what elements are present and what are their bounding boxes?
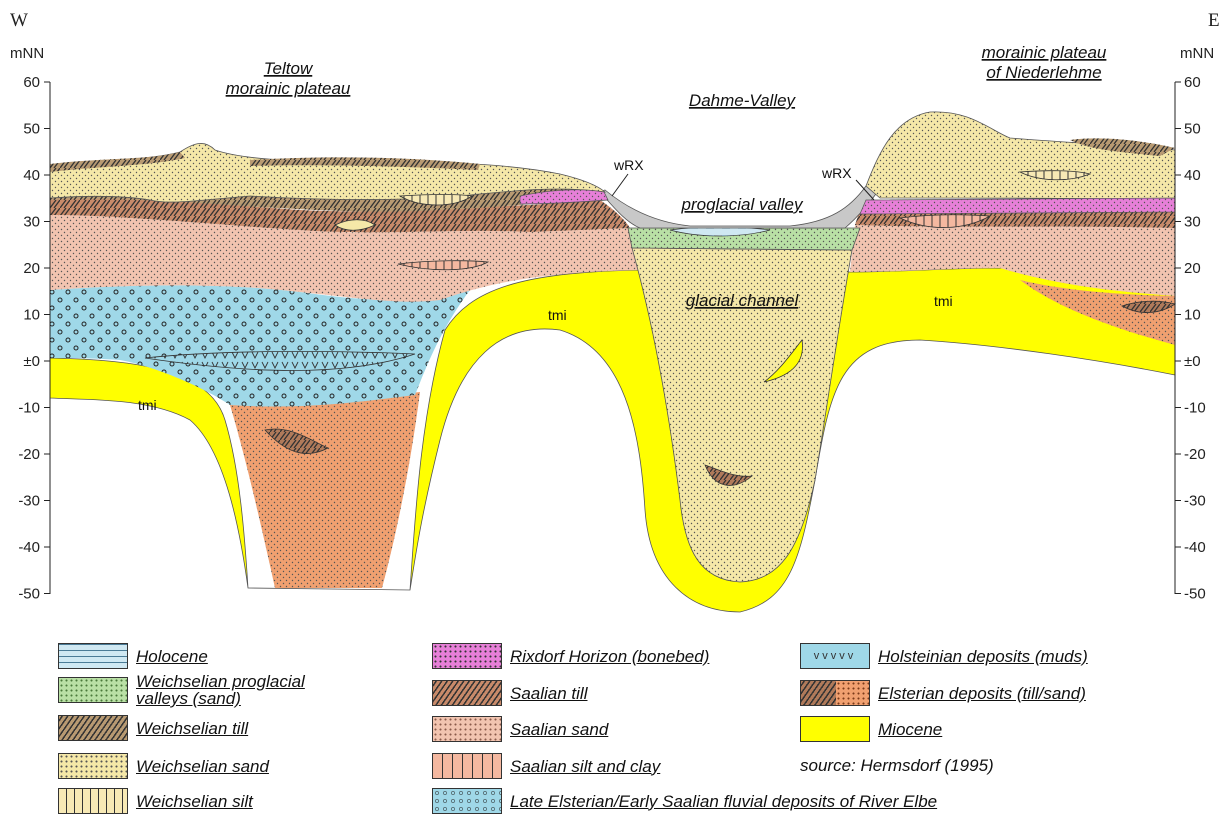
legend-label-line2: valleys (sand) [136,690,305,707]
legend-item-weichselian-sand: Weichselian sand [58,753,269,779]
legend-label: Weichselian till [136,720,248,737]
legend-item-saalian-till: Saalian till [432,680,588,706]
legend-label: Saalian silt and clay [510,758,660,775]
legend-item-elsterian: Elsterian deposits (till/sand) [800,680,1086,706]
legend-item-miocene: Miocene [800,716,942,742]
axis-tick-label: 40 [23,167,40,184]
niederlehme-title-line1: morainic plateau [982,43,1107,62]
legend-item-holsteinian: vvvvv Holsteinian deposits (muds) [800,643,1088,669]
tmi-center-label: tmi [548,307,567,323]
niederlehme-title-line2: of Niederlehme [986,63,1101,82]
axis-tick-label: 40 [1184,167,1201,184]
weichselian-sand-swatch [58,753,128,779]
axis-tick-label: 50 [23,121,40,138]
legend-item-saalian-silt: Saalian silt and clay [432,753,660,779]
saalian-sand-swatch [432,716,502,742]
axis-tick-label: ±0 [23,353,40,370]
tmi-right-label: tmi [934,293,953,309]
axis-tick-label: ±0 [1184,353,1201,370]
miocene-swatch [800,716,870,742]
axis-tick-label: -30 [18,493,40,510]
axis-tick-label: 60 [23,74,40,91]
axis-tick-label: 30 [1184,214,1201,231]
axis-tick-label: 50 [1184,121,1201,138]
axis-tick-label: -10 [18,400,40,417]
holocene-swatch [58,643,128,669]
dahme-title: Dahme-Valley [689,91,797,110]
axis-tick-label: 10 [1184,307,1201,324]
right-axis-unit: mNN [1180,45,1214,62]
source-text: source: Hermsdorf (1995) [800,757,994,774]
legend-label: Saalian till [510,685,588,702]
weichselian-till-swatch [58,715,128,741]
left-elevation-axis: 60 50 40 30 20 10 ±0 -10 -20 -30 -40 -50 [18,74,50,603]
axis-tick-label: -50 [1184,586,1206,603]
rixdorf-swatch [432,643,502,669]
east-label: E [1208,10,1220,31]
elsterian-swatch [800,680,870,706]
cross-section [50,82,1175,612]
legend-label: Weichselian silt [136,793,253,810]
source-note: source: Hermsdorf (1995) [800,757,994,774]
axis-tick-label: -20 [1184,446,1206,463]
teltow-title-line2: morainic plateau [226,79,351,98]
axis-tick-label: -30 [1184,493,1206,510]
wrx-right-label: wRX [821,165,852,181]
saalian-silt-swatch [432,753,502,779]
proglacial-valley-label: proglacial valley [681,195,804,214]
left-axis-unit: mNN [10,45,44,62]
legend-item-late-elsterian: Late Elsterian/Early Saalian fluvial dep… [432,788,937,814]
axis-tick-label: 20 [1184,260,1201,277]
legend-item-rixdorf: Rixdorf Horizon (bonebed) [432,643,709,669]
wrx-left-label: wRX [613,157,644,173]
legend-label: Holsteinian deposits (muds) [878,648,1088,665]
legend-label-group: Weichselian proglacial valleys (sand) [136,673,305,707]
west-label: W [10,10,28,31]
saalian-till-swatch [432,680,502,706]
legend-label: Elsterian deposits (till/sand) [878,685,1086,702]
proglacial-swatch [58,677,128,703]
axis-tick-label: -50 [18,586,40,603]
axis-tick-label: -20 [18,446,40,463]
legend-label: Late Elsterian/Early Saalian fluvial dep… [510,793,937,810]
axis-tick-label: 60 [1184,74,1201,91]
axis-tick-label: 30 [23,214,40,231]
axis-tick-label: -40 [18,539,40,556]
legend-item-weichselian-till: Weichselian till [58,715,248,741]
legend-label: Weichselian proglacial [136,673,305,690]
weichselian-silt-swatch [58,788,128,814]
late-elsterian-swatch [432,788,502,814]
legend-label: Weichselian sand [136,758,269,775]
right-elevation-axis: 60 50 40 30 20 10 ±0 -10 -20 -30 -40 -50 [1175,74,1206,603]
axis-tick-label: 20 [23,260,40,277]
glacial-channel-label: glacial channel [686,291,800,310]
legend-item-saalian-sand: Saalian sand [432,716,608,742]
tmi-left-label: tmi [138,397,157,413]
holsteinian-swatch: vvvvv [800,643,870,669]
axis-tick-label: -10 [1184,400,1206,417]
axis-tick-label: -40 [1184,539,1206,556]
legend-item-weichselian-silt: Weichselian silt [58,788,253,814]
legend-item-holocene: Holocene [58,643,208,669]
legend-label: Holocene [136,648,208,665]
legend-label: Saalian sand [510,721,608,738]
legend-item-weichselian-proglacial: Weichselian proglacial valleys (sand) [58,673,305,707]
axis-tick-label: 10 [23,307,40,324]
legend-label: Miocene [878,721,942,738]
legend-label: Rixdorf Horizon (bonebed) [510,648,709,665]
teltow-title-line1: Teltow [264,59,314,78]
